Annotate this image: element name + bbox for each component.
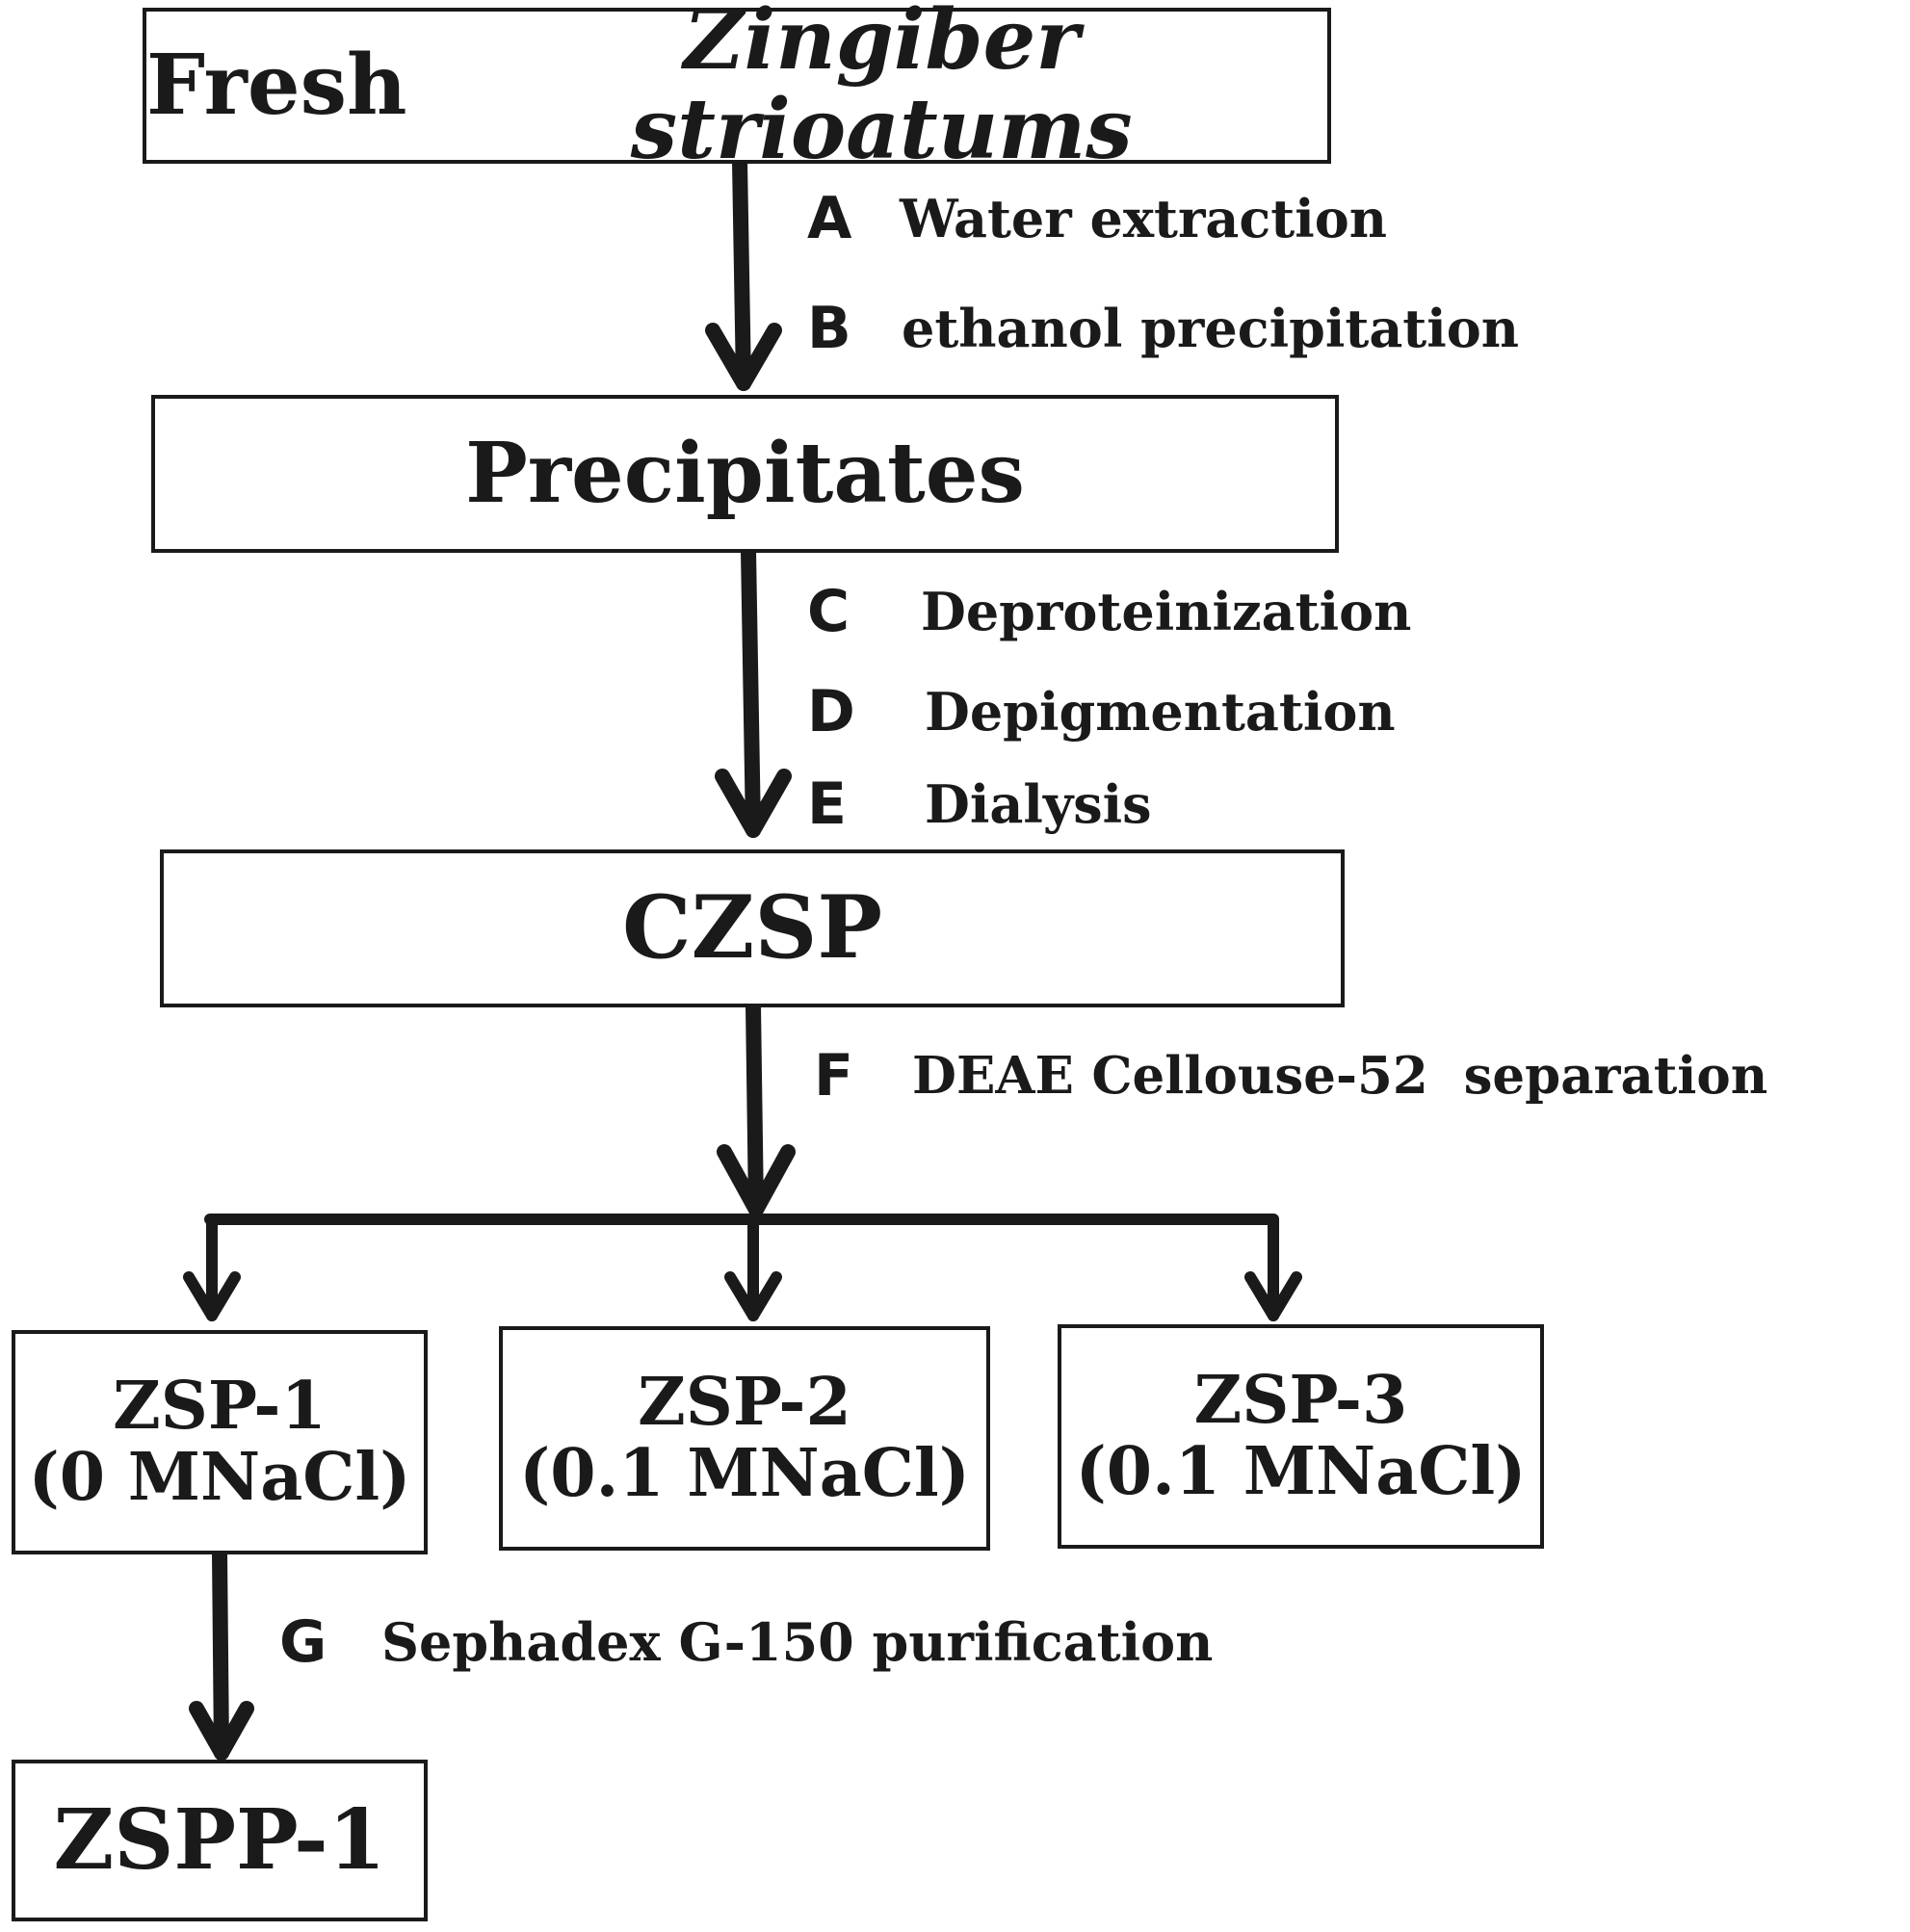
node-fresh-species: Zingiber strioatums [630,0,1133,178]
step-f: F DEAE Cellouse-52 separation [814,1042,1767,1110]
step-b-letter: B [807,295,851,362]
node-zsp-1-condition: (0 MNaCl) [28,1438,411,1516]
node-zsp-3-condition: (0.1 MNaCl) [1075,1432,1527,1510]
node-zspp-1-label: ZSPP-1 [53,1790,386,1889]
step-d-label: Depigmentation [925,681,1396,743]
node-precipitates-label: Precipitates [465,424,1025,522]
step-e-label: Dialysis [925,773,1152,835]
step-a: A Water extraction [807,185,1387,252]
arrowhead-fresh-to-precipitates [705,323,782,391]
arrowhead-zsp2 [724,1271,782,1321]
node-czsp: CZSP [160,849,1345,1007]
arrow-shaft-precipitates-to-czsp [741,543,761,838]
step-c: C Deproteinization [807,578,1411,645]
arrowhead-zsp1 [183,1271,241,1321]
step-a-letter: A [807,185,852,252]
step-e: E Dialysis [807,770,1152,838]
step-g-letter: G [279,1608,327,1676]
node-fresh-label: Fresh [146,36,436,134]
node-zsp-2-condition: (0.1 MNaCl) [519,1434,970,1512]
step-b-label: ethanol precipitation [902,298,1520,359]
arrowhead-zsp3 [1244,1271,1302,1321]
step-d: D Depigmentation [807,678,1396,745]
node-zsp-2-name: ZSP-2 [638,1364,851,1442]
step-c-letter: C [807,578,850,645]
step-g-label: Sephadex G-150 purification [381,1611,1214,1673]
arrow-shaft-fresh-to-precipitates [732,154,751,391]
arrowhead-precipitates-to-czsp [715,769,792,838]
step-b: B ethanol precipitation [807,295,1519,362]
node-zsp-1: ZSP-1 (0 MNaCl) [12,1330,428,1554]
node-zsp-2: ZSP-2 (0.1 MNaCl) [499,1326,990,1551]
node-zsp-3: ZSP-3 (0.1 MNaCl) [1058,1324,1544,1549]
step-f-letter: F [814,1042,853,1110]
step-f-label: DEAE Cellouse-52 separation [912,1046,1768,1106]
step-d-letter: D [807,678,855,745]
step-c-label: Deproteinization [921,581,1412,642]
node-czsp-label: CZSP [622,876,882,979]
arrow-shaft-czsp-to-split [746,998,764,1217]
node-precipitates: Precipitates [151,395,1339,553]
step-a-label: Water extraction [900,188,1388,249]
node-zspp-1: ZSPP-1 [12,1760,428,1921]
node-fresh-zingiber: Fresh Zingiber strioatums [143,0,1331,174]
arrowhead-zsp1-to-zspp1 [189,1701,254,1761]
node-zsp-1-name: ZSP-1 [113,1368,327,1446]
step-g: G Sephadex G-150 purification [279,1608,1213,1676]
arrowhead-czsp-to-split [717,1144,796,1217]
node-zsp-3-name: ZSP-3 [1193,1362,1408,1440]
arrow-shaft-zsp1-to-zspp1 [212,1545,229,1761]
step-e-letter: E [807,770,847,838]
